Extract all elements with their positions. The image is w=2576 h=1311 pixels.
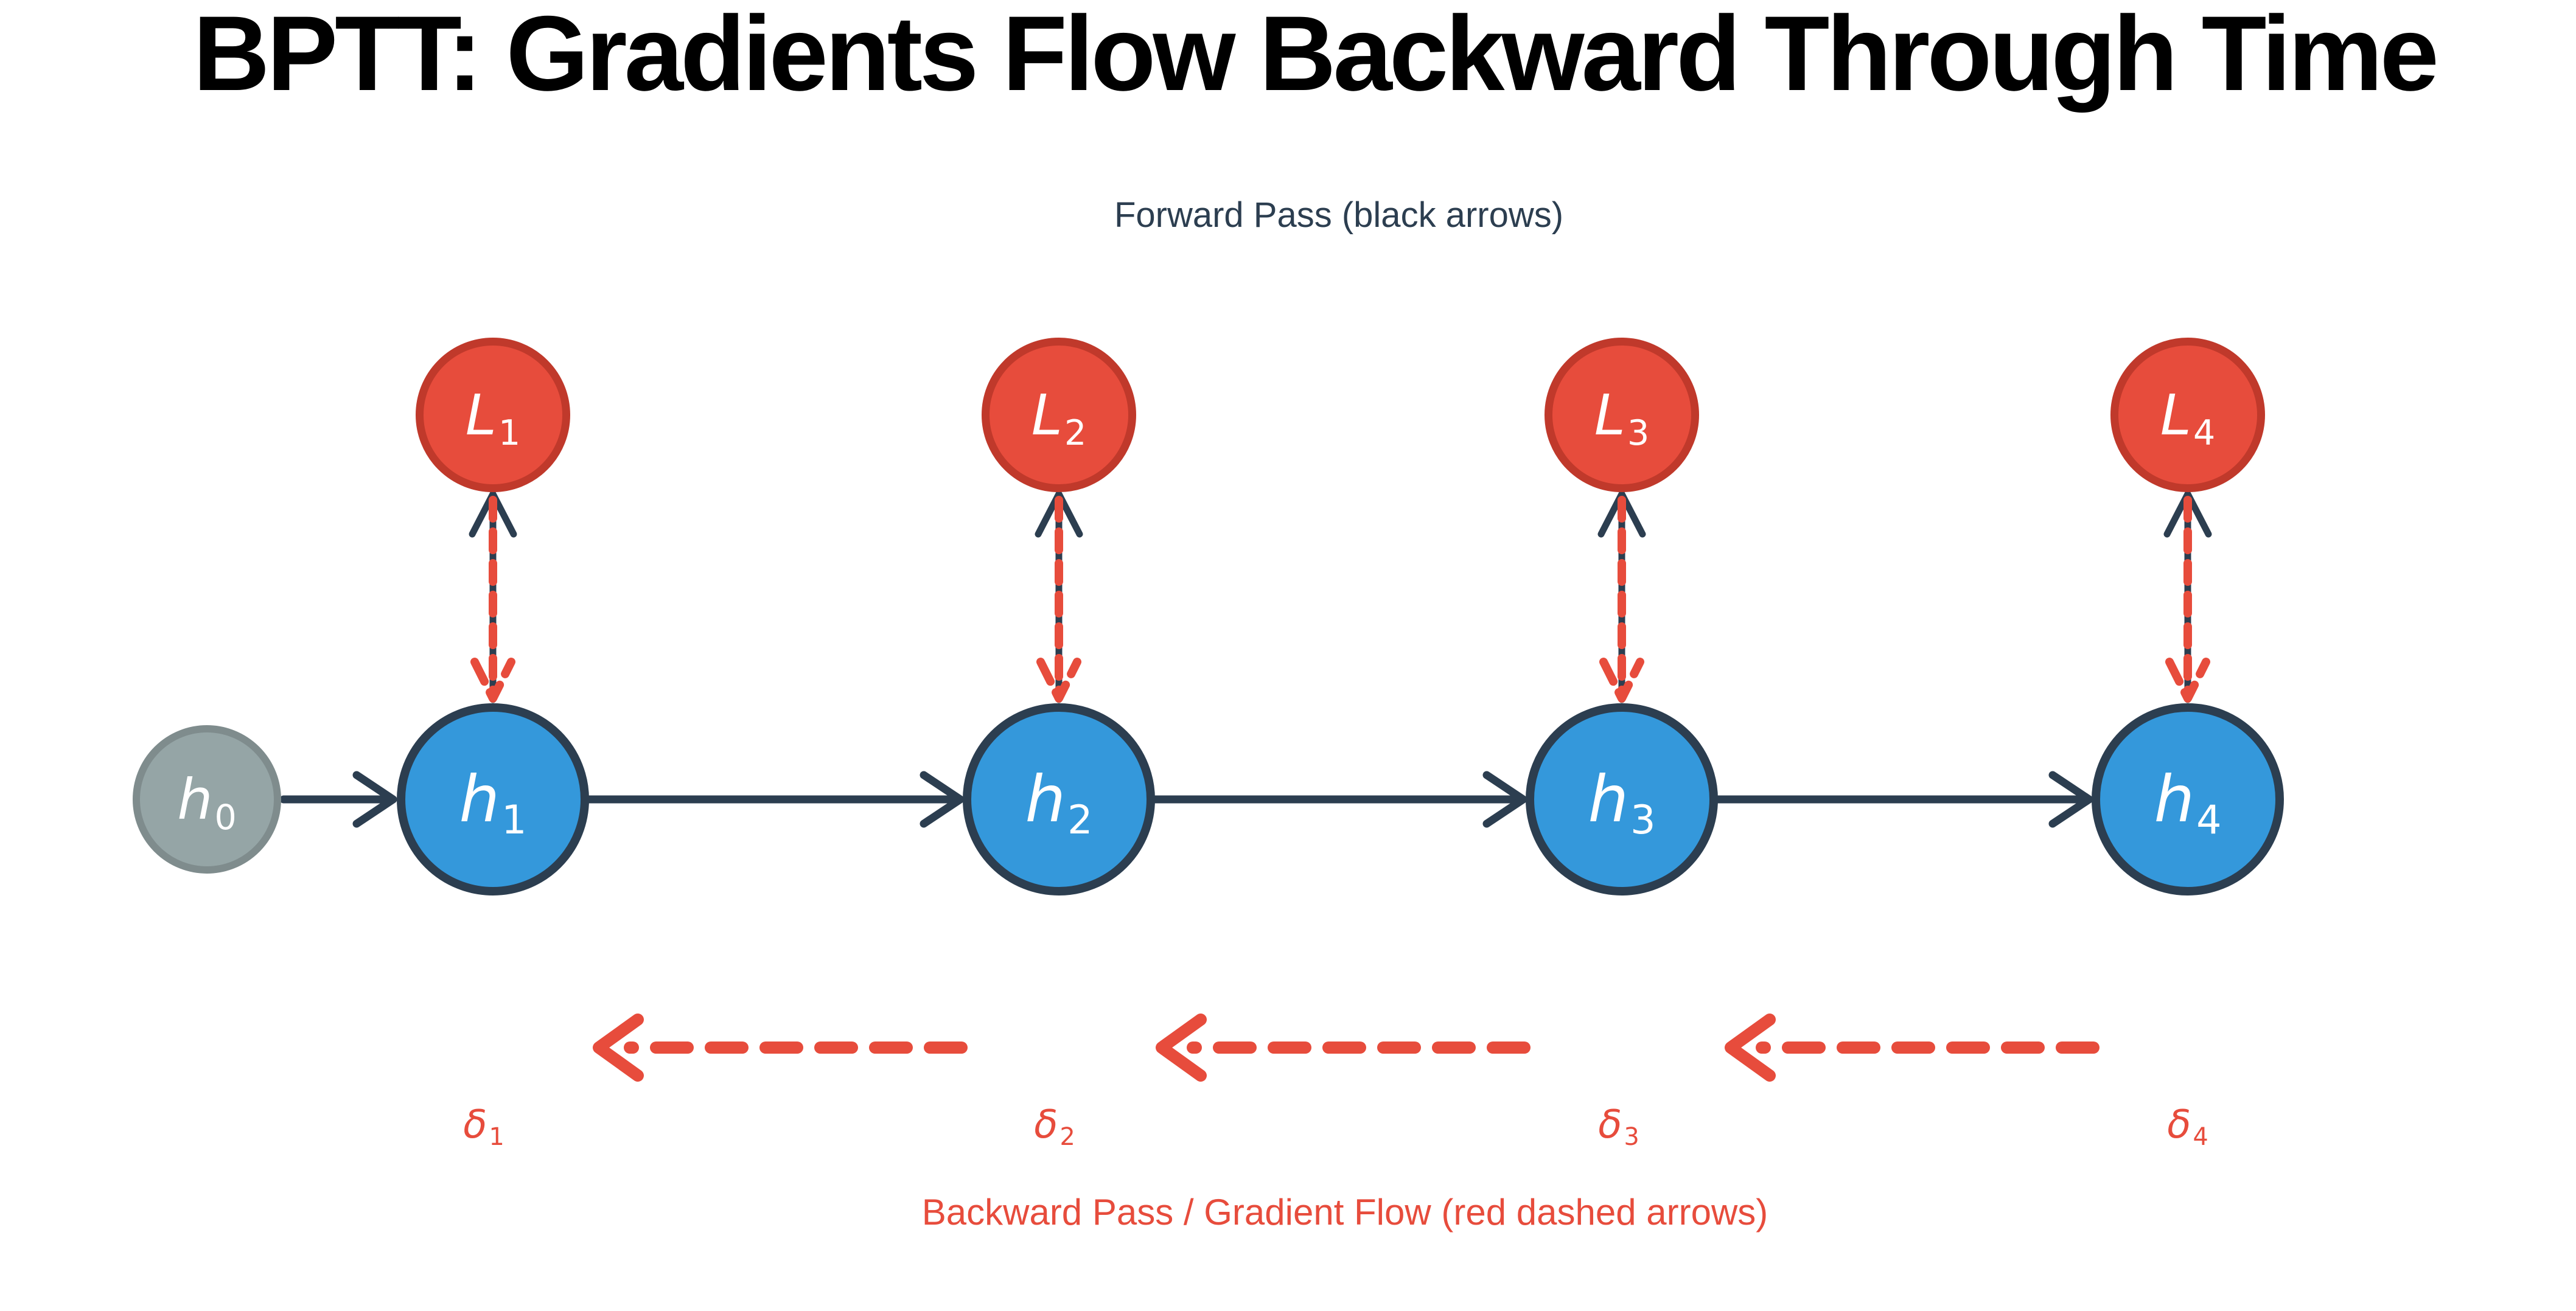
hidden-node-h1: h1 — [397, 703, 589, 895]
backward-arrow-h3-h2 — [1156, 1014, 1531, 1082]
loss-node-label: L3 — [1594, 382, 1650, 453]
loss-node-L3: L3 — [1545, 338, 1699, 492]
loss-node-L4: L4 — [2110, 338, 2265, 492]
hidden-node-label: h3 — [1588, 762, 1656, 843]
diagram-title: BPTT: Gradients Flow Backward Through Ti… — [193, 0, 2439, 113]
hidden-node-h4: h4 — [2092, 703, 2284, 895]
delta-label-4: δ4 — [2167, 1102, 2208, 1151]
hidden-node-label: h1 — [459, 762, 527, 843]
initial-state-node-h0: h0 — [133, 725, 281, 874]
forward-arrow-h2-h3 — [1151, 771, 1527, 828]
hidden-node-label: h4 — [2154, 762, 2222, 843]
hidden-node-h2: h2 — [963, 703, 1155, 895]
loss-node-L1: L1 — [416, 338, 570, 492]
backward-pass-label: Backward Pass / Gradient Flow (red dashe… — [921, 1192, 1768, 1233]
backward-arrow-h2-h1 — [593, 1014, 968, 1082]
loss-node-label: L4 — [2160, 382, 2216, 453]
gradient-arrow-L2-h2 — [1036, 496, 1081, 703]
forward-arrow-h3-h4 — [1714, 771, 2093, 828]
delta-label-3: δ3 — [1598, 1102, 1639, 1151]
gradient-arrow-L1-h1 — [470, 496, 515, 703]
loss-node-L2: L2 — [982, 338, 1136, 492]
delta-label-2: δ2 — [1034, 1102, 1075, 1151]
loss-node-label: L2 — [1031, 382, 1087, 453]
forward-pass-label: Forward Pass (black arrows) — [1114, 195, 1564, 235]
gradient-arrow-L4-h4 — [2165, 496, 2210, 703]
delta-label-1: δ1 — [463, 1102, 504, 1151]
loss-node-label: L1 — [465, 382, 521, 453]
hidden-node-h3: h3 — [1526, 703, 1718, 895]
forward-arrow-h0-h1 — [279, 771, 397, 828]
backward-arrow-h4-h3 — [1725, 1014, 2100, 1082]
gradient-arrow-L3-h3 — [1599, 496, 1644, 703]
forward-arrow-h1-h2 — [585, 771, 965, 828]
hidden-node-label: h2 — [1025, 762, 1093, 843]
initial-node-label: h0 — [177, 767, 237, 838]
